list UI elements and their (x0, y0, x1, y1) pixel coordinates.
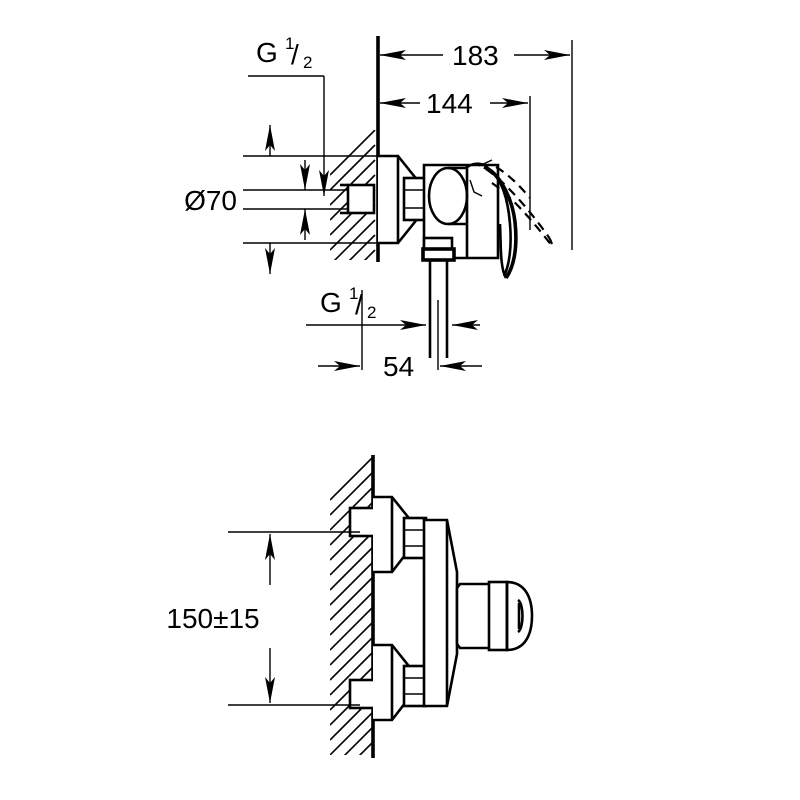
dimension-label-183: 183 (452, 40, 499, 71)
spout-bottom (455, 580, 534, 652)
dimension-label-70: Ø70 (184, 185, 237, 216)
dimension-54: 54 (318, 290, 482, 382)
dimension-label-144: 144 (426, 88, 473, 119)
lever-handle-top (465, 159, 554, 280)
mixer-body-top (422, 163, 500, 260)
top-view-group (330, 36, 554, 358)
wall-top (330, 36, 380, 262)
callout-g-numerator-outlet: 1 (349, 284, 358, 303)
upper-inlet-assembly (348, 495, 428, 574)
top-view-dimensions: 183 144 Ø70 G 1 / 2 (184, 34, 573, 382)
callout-g-denominator-outlet: 2 (367, 303, 376, 322)
mixer-body-bottom (422, 518, 459, 708)
outlet-pipe-top (421, 247, 456, 358)
callout-g-slash-outlet: / (355, 289, 363, 320)
dimension-144: 144 (380, 88, 528, 119)
callout-g-denominator-inlet: 2 (303, 53, 312, 72)
inlet-nipple-top (340, 183, 376, 215)
callout-g-slash-inlet: / (291, 39, 299, 70)
lever-alternate-position (485, 166, 554, 251)
dimension-label-54: 54 (383, 351, 414, 382)
callout-inlet-thread: G 1 / 2 (243, 34, 348, 240)
lower-inlet-assembly (348, 643, 428, 722)
bottom-view-dimensions: 150±15 (166, 531, 360, 706)
callout-outlet-thread: G 1 / 2 (306, 284, 480, 330)
callout-g-symbol-inlet: G (256, 37, 278, 68)
dimension-183: 183 (380, 40, 570, 71)
callout-g-numerator-inlet: 1 (285, 34, 294, 53)
callout-g-symbol-outlet: G (320, 287, 342, 318)
dimension-label-150: 150±15 (166, 603, 259, 634)
dimension-diameter-70: Ø70 (184, 125, 390, 274)
bottom-view-group (330, 455, 534, 758)
